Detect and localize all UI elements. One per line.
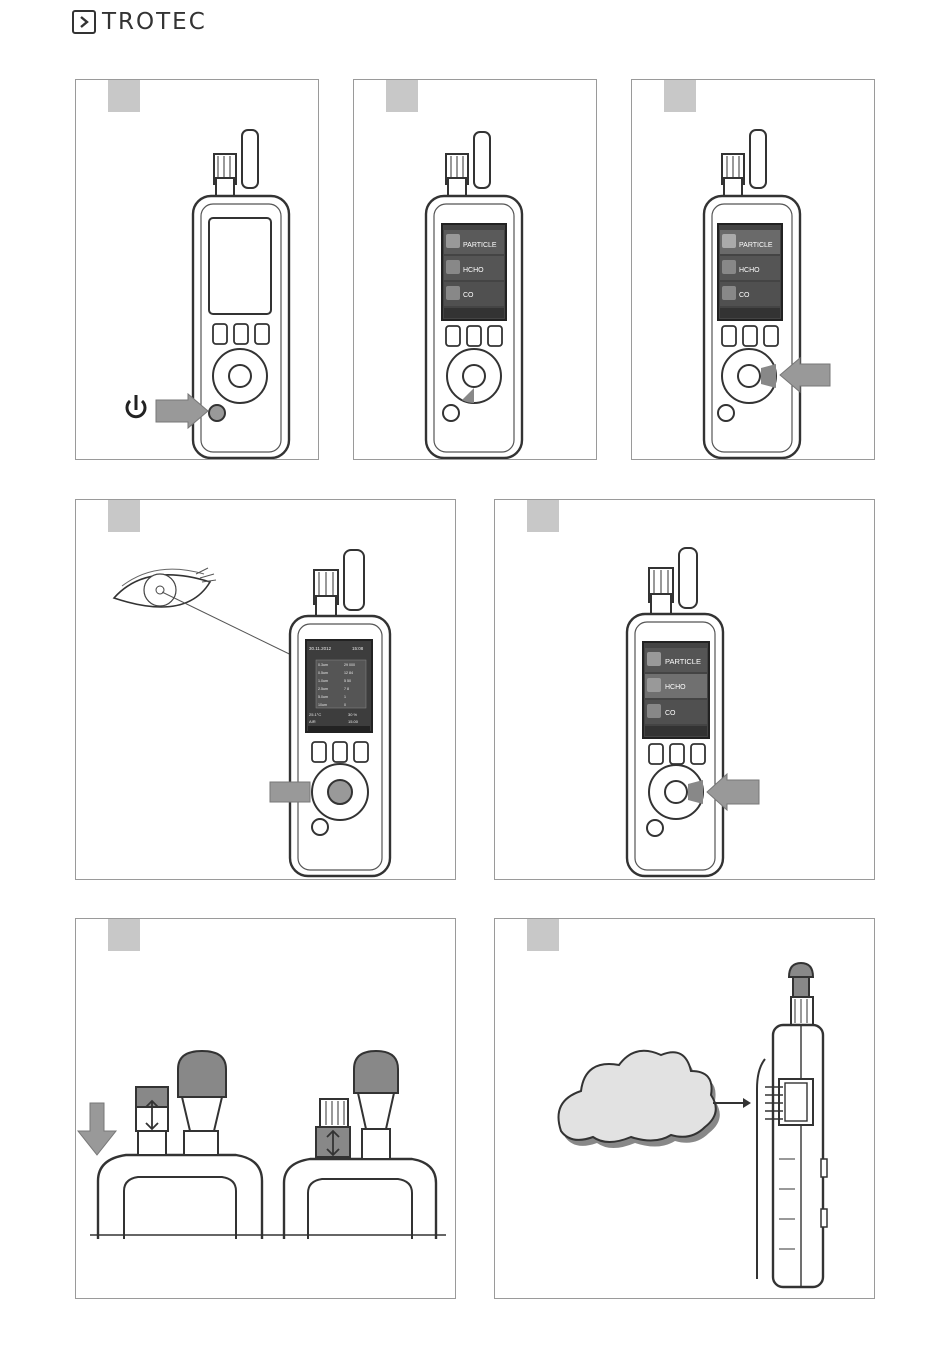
device-illustration bbox=[76, 80, 319, 460]
device-illustration: PARTICLE HCHO CO bbox=[632, 80, 875, 460]
step-panel-7 bbox=[494, 918, 875, 1299]
logo-chevron-icon bbox=[72, 10, 96, 34]
arrow-right-icon bbox=[270, 782, 310, 802]
sensor-head bbox=[214, 130, 258, 196]
row-value: 5 50 bbox=[344, 679, 351, 683]
power-icon bbox=[127, 395, 145, 417]
arrow-down-icon bbox=[78, 1103, 116, 1155]
footer-value: 15.00 bbox=[348, 719, 359, 724]
step-panel-4: 30.11.2012 15:08 0.3um 29 000 0.5um 12 8… bbox=[75, 499, 456, 880]
menu-screen: PARTICLE HCHO CO bbox=[442, 224, 506, 320]
row-label: 5.0um bbox=[318, 695, 328, 699]
device-top-right bbox=[284, 1051, 436, 1239]
step-panel-1 bbox=[75, 79, 319, 460]
row-label: 0.3um bbox=[318, 663, 328, 667]
step-panel-6 bbox=[75, 918, 456, 1299]
row-value: 29 000 bbox=[344, 663, 355, 667]
row-label: 0.5um bbox=[318, 671, 328, 675]
row-value: 12 84 bbox=[344, 671, 353, 675]
power-button bbox=[209, 405, 225, 421]
brand-name: TROTEC bbox=[102, 9, 207, 35]
footer-air: AIR bbox=[309, 719, 316, 724]
row-value: 1 bbox=[344, 695, 346, 699]
menu-item-co: CO bbox=[739, 292, 750, 299]
cloud-icon bbox=[559, 1051, 720, 1148]
trotec-logo: TROTEC bbox=[72, 8, 207, 36]
air-intake-illustration bbox=[495, 919, 875, 1299]
row-label: 10um bbox=[318, 703, 327, 707]
row-value: 7 8 bbox=[344, 687, 349, 691]
device-illustration: PARTICLE HCHO CO bbox=[354, 80, 597, 460]
menu-item-particle: PARTICLE bbox=[463, 242, 497, 249]
sensor-cap-illustration bbox=[76, 919, 456, 1299]
row-value: 0 bbox=[344, 703, 346, 707]
device-top-left bbox=[98, 1051, 262, 1239]
device-illustration: PARTICLE HCHO CO bbox=[495, 500, 875, 880]
menu-item-hcho: HCHO bbox=[665, 684, 686, 691]
step-panel-2: PARTICLE HCHO CO bbox=[353, 79, 597, 460]
device-illustration: 30.11.2012 15:08 0.3um 29 000 0.5um 12 8… bbox=[76, 500, 456, 880]
arrow-right-icon bbox=[713, 1098, 751, 1108]
eye-icon bbox=[114, 568, 216, 607]
menu-item-co: CO bbox=[463, 292, 474, 299]
device-screen-off bbox=[209, 218, 271, 314]
detail-screen: 30.11.2012 15:08 0.3um 29 000 0.5um 12 8… bbox=[306, 640, 372, 732]
menu-item-particle: PARTICLE bbox=[665, 657, 701, 666]
footer-temp: 25.1°C bbox=[309, 712, 321, 717]
footer-humidity: 30 % bbox=[348, 712, 358, 717]
detail-date: 30.11.2012 bbox=[309, 646, 332, 651]
step-panel-5: PARTICLE HCHO CO bbox=[494, 499, 875, 880]
menu-item-co: CO bbox=[665, 710, 676, 717]
device-side-view bbox=[757, 963, 827, 1287]
row-label: 1.0um bbox=[318, 679, 328, 683]
menu-item-particle: PARTICLE bbox=[739, 242, 773, 249]
row-label: 2.5um bbox=[318, 687, 328, 691]
detail-time: 15:08 bbox=[352, 646, 364, 651]
menu-item-hcho: HCHO bbox=[739, 267, 760, 274]
menu-item-hcho: HCHO bbox=[463, 267, 484, 274]
step-panel-3: PARTICLE HCHO CO bbox=[631, 79, 875, 460]
